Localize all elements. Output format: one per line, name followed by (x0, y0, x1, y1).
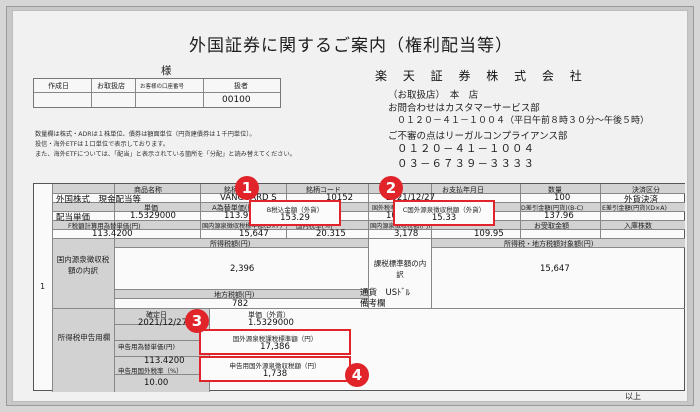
declaration-rate-value: 10.00 (144, 378, 169, 388)
declaration-unit-value: 1.5329000 (248, 318, 294, 328)
settlement-type: 外貨決済 (624, 195, 659, 205)
product-name: 外国株式 現金配当等 (56, 195, 142, 205)
header-quantity: 数量 (548, 186, 562, 194)
header-issue: 銘柄名 (224, 185, 245, 195)
created-date-label: 作成日 (48, 82, 69, 90)
local-tax-value: 782 (232, 299, 249, 309)
header-net-amount-e: E差引金額(円貨)(D×A) (602, 205, 667, 212)
declaration-unit-label: 単価（外貨） (248, 311, 290, 319)
header-net-amount-d: D差引金額(円貨)(B-C) (521, 205, 584, 212)
issue-code: 10152 (326, 193, 354, 203)
declared-foreign-withholding-value: 1,738 (262, 369, 288, 379)
domestic-rate-value: 20.315 (316, 229, 346, 239)
confirmed-date-value: 2021/12/27 (138, 318, 187, 328)
declaration-fx-value: 113.4200 (144, 356, 185, 366)
withholding-breakdown-label: 国内源泉徴収税額の内訳 (56, 255, 110, 275)
note-line-1: 数量欄は株式・ADRは１株単位、債券は額面単位（円貨建債券は１千円単位）。 (35, 131, 256, 138)
remittance-value: 109.95 (474, 229, 504, 239)
document-end-mark: 以上 (625, 392, 641, 401)
handler-label: 扱者 (234, 82, 248, 90)
document-title: 外国証券に関するご案内（権利配当等） (189, 36, 513, 56)
dividend-unit-price: 1.5329000 (130, 211, 176, 221)
net-amount-d-value: 137.96 (544, 211, 574, 221)
header-settlement: 決済区分 (632, 186, 660, 194)
header-fx-rate: A為替単価(円) (212, 204, 258, 212)
pay-date: 2021/12/27 (386, 193, 435, 203)
tax-base-breakdown-label: 課税標準額の内訳 (373, 259, 427, 279)
gross-amount-fc-label: B税込金額（外貨） (266, 206, 324, 214)
callout-badge-1: 1 (235, 176, 259, 200)
highlight-box-4: 申告用国外源泉徴収税額（円） 1,738 (199, 356, 351, 382)
highlight-box-3: 国外源泉税課税標準額（円） 17,386 (199, 329, 351, 355)
company-name: 楽 天 証 券 株 式 会 社 (375, 69, 588, 83)
currency-label: 通貨 USﾄﾞﾙ (360, 288, 410, 298)
complaint-label: ご不審の点はリーガルコンプライアンス部 (388, 131, 568, 142)
local-tax-header: 地方税額(円) (214, 291, 255, 299)
note-line-3: また、海外ETFについては、「配当」と表示されている箇所を「分配」と読み替えてく… (35, 151, 296, 158)
foreign-tax-base-jpy-value: 17,386 (260, 342, 290, 352)
header-domestic-withheld: 国内源泉徴収税額(円) (370, 223, 431, 230)
account-info-grid: 作成日 お取扱店 お客様の口座番号 扱者 00100 (33, 78, 281, 108)
header-product: 商品名称 (134, 186, 162, 194)
gross-amount-fc-value: 153.29 (280, 213, 310, 223)
highlight-box-1: B税込金額（外貨） 153.29 (249, 200, 341, 226)
remarks-label: 備考欄 (360, 299, 386, 309)
declaration-fx-label: 申告用為替単価(円) (118, 343, 176, 351)
header-shares-received: 入庫株数 (624, 222, 652, 230)
note-line-2: 投信・海外ETFは１口単位で表示しております。 (35, 141, 170, 148)
contact-label: お問合わせはカスタマーサービス部 (388, 103, 540, 114)
highlight-box-2: C国外源泉徴収税額（外貨） 15.33 (393, 200, 495, 226)
dividend-unit-label: 配当単価 (56, 213, 91, 223)
account-number-label: お客様の口座番号 (140, 84, 185, 90)
header-tax-calc-fx: F税額計算用為替単価(円) (68, 222, 141, 230)
header-pay-date: お支払年月日 (442, 186, 484, 194)
callout-badge-4: 4 (345, 363, 369, 387)
header-code: 銘柄コード (306, 186, 341, 194)
callout-badge-3: 3 (185, 309, 209, 333)
header-foreign-tax-rate: 国外税率(%) (372, 205, 407, 212)
complaint-phone-2: ０３－６７３９－３３３３ (397, 158, 535, 170)
complaint-phone-1: ０１２０－４１－１００４ (397, 143, 535, 155)
dividend-notice-document: 外国証券に関するご案内（権利配当等） 様 作成日 お取扱店 お客様の口座番号 扱… (12, 10, 688, 402)
income-tax-value: 2,396 (230, 264, 255, 274)
confirmed-date-label: 確定日 (146, 311, 167, 319)
tax-base-header: 所得税・地方税額対象額(円) (504, 240, 594, 248)
foreign-tax-base-jpy-label: 国外源泉税課税標準額（円） (232, 335, 318, 343)
quantity: 100 (554, 193, 571, 203)
domestic-base-value: 15,647 (239, 229, 269, 239)
company-branch: （お取扱店） 本 店 (388, 90, 479, 101)
header-domestic-rate: 国内税率(%) (296, 222, 333, 230)
income-tax-header: 所得税額(円) (210, 240, 251, 248)
foreign-withholding-fc-label: C国外源泉徴収税額（外貨） (402, 206, 486, 214)
tax-base-value: 15,647 (540, 264, 570, 274)
fx-rate-value: 113.9500 (224, 211, 265, 221)
foreign-tax-rate-value: 10 (386, 211, 397, 221)
foreign-withholding-fc-value: 15.33 (431, 213, 457, 223)
domestic-withheld-value: 3,178 (394, 229, 419, 239)
callout-badge-2: 2 (379, 176, 403, 200)
row-number: 1 (40, 282, 46, 291)
recipient-suffix: 様 (161, 65, 173, 77)
header-domestic-base: 国内源泉徴収税標準額(D×F) (202, 223, 283, 230)
header-unit-price: 単価 (144, 204, 158, 212)
contact-phone: ０１２０－４１－１００４（平日午前８時３０分～午後５時） (397, 116, 650, 126)
header-remittance: お受取金額 (534, 222, 569, 230)
tax-declaration-label: 所得税申告用欄 (57, 333, 111, 342)
handler-value: 00100 (222, 95, 251, 105)
declared-foreign-withholding-label: 申告用国外源泉徴収税額（円） (229, 362, 321, 370)
dividend-detail-table: 1 商品名称 銘柄名 銘柄コード お支払年月日 数量 決済区分 外国株式 現金配… (33, 183, 685, 392)
declaration-rate-label: 申告用国外税率（%） (118, 367, 183, 375)
branch-label: お取扱店 (97, 82, 125, 90)
tax-calc-fx-value: 113.4200 (92, 229, 133, 239)
